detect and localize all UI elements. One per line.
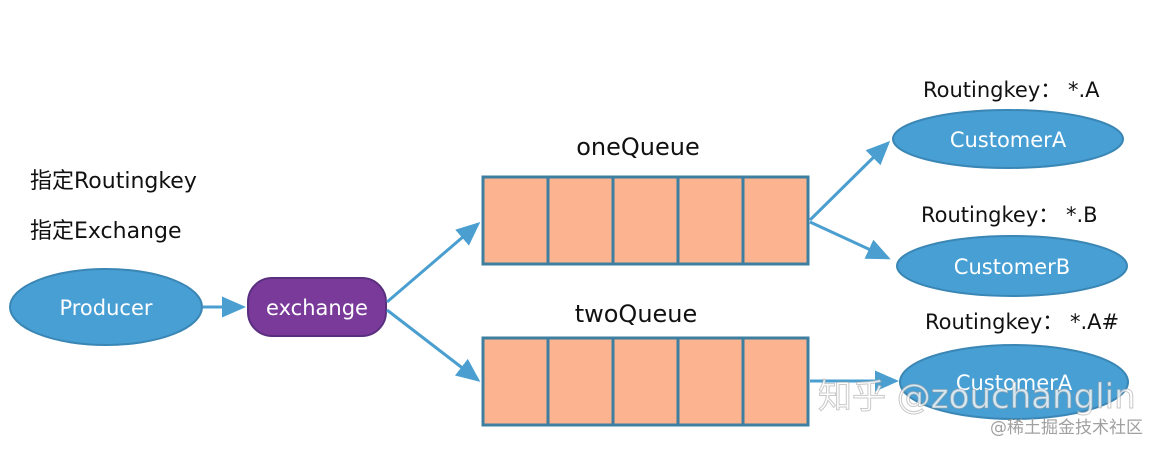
arrow-onequeue-customer-a [808,140,891,222]
note-exchange: 指定Exchange [30,219,182,244]
customer-a2-node: CustomerA [899,344,1129,420]
queue-one-label: oneQueue [576,133,700,161]
arrow-exchange-twoqueue [386,308,481,382]
queue-two-label: twoQueue [575,300,698,328]
customer-b-node: CustomerB [896,235,1128,297]
customer-a-routing: Routingkey： *.A [923,78,1100,102]
producer-label: Producer [59,296,152,320]
customer-a2-routing: Routingkey： *.A# [925,310,1119,334]
customer-a-label: CustomerA [950,128,1067,152]
customer-a-node: CustomerA [892,109,1124,169]
exchange-node: exchange [247,277,387,337]
customer-b-routing: Routingkey： *.B [921,203,1098,227]
exchange-label: exchange [266,296,368,320]
producer-node: Producer [9,268,203,346]
arrow-exchange-onequeue [386,222,481,304]
watermark-main: 知乎 @zouchanglin [818,377,1136,417]
watermark-sub: @稀土掘金技术社区 [990,418,1143,438]
arrow-onequeue-customer-b [809,220,891,260]
note-routingkey: 指定Routingkey [30,169,197,194]
queue-one [481,175,810,266]
customer-a2-label: CustomerA [956,371,1073,395]
customer-b-label: CustomerB [954,255,1070,279]
queue-two [481,336,810,427]
